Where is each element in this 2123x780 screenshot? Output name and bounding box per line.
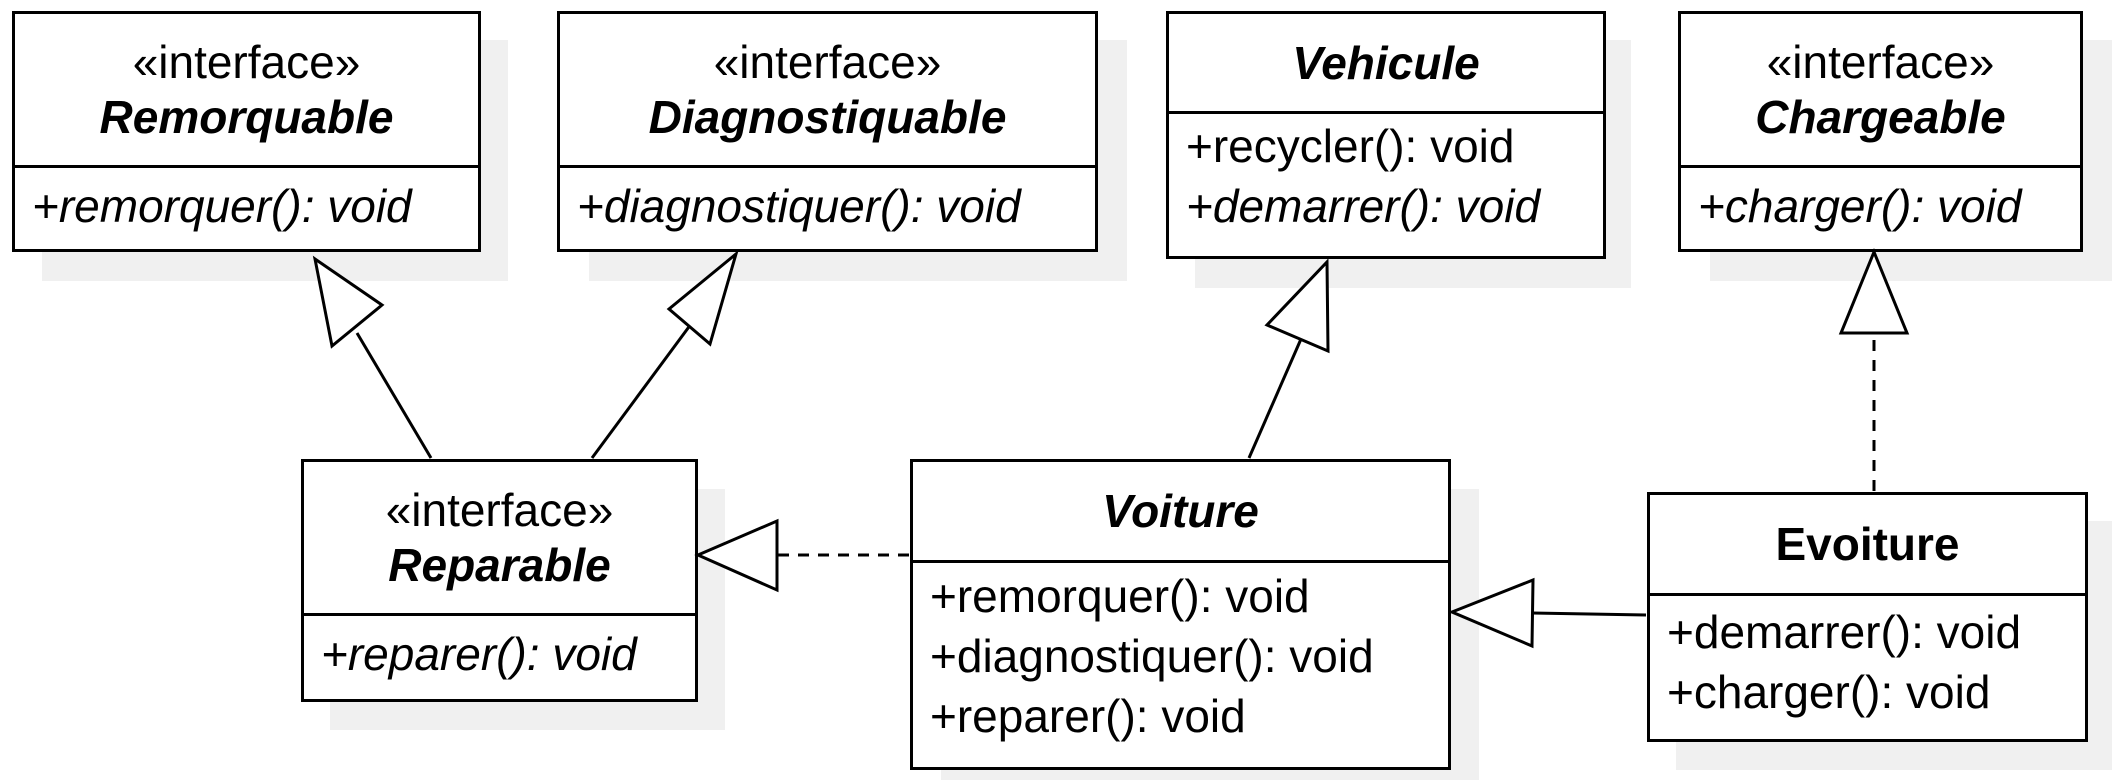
- class-evoiture[interactable]: Evoiture +demarrer(): void +charger(): v…: [1647, 492, 2088, 742]
- hollow-triangle-arrowhead: [1448, 577, 1535, 649]
- class-header: «interface» Remorquable: [15, 14, 478, 168]
- class-header: «interface» Chargeable: [1681, 14, 2080, 168]
- hollow-triangle-arrowhead: [694, 518, 779, 593]
- realization-voiture-reparable: [694, 518, 909, 593]
- operation: +demarrer(): void: [1186, 180, 1541, 232]
- operation: +reparer(): void: [321, 628, 637, 680]
- class-name: Reparable: [388, 538, 611, 591]
- operations-compartment: +remorquer(): void: [15, 168, 478, 236]
- stereotype-label: «interface»: [713, 35, 942, 88]
- operation: +demarrer(): void: [1667, 606, 2022, 658]
- generalization-reparable-diagnostiquable: [590, 249, 739, 459]
- generalization-reparable-remorquable: [312, 255, 433, 459]
- class-remorquable[interactable]: «interface» Remorquable +remorquer(): vo…: [12, 11, 481, 252]
- generalization-voiture-vehicule: [1247, 258, 1330, 459]
- hollow-triangle-arrowhead: [666, 249, 739, 347]
- operations-compartment: +reparer(): void: [304, 616, 695, 684]
- class-name: Evoiture: [1775, 518, 1960, 570]
- operations-compartment: +charger(): void: [1681, 168, 2080, 236]
- operation: +diagnostiquer(): void: [577, 180, 1021, 232]
- operation: +charger(): void: [1698, 180, 2022, 232]
- class-name: Vehicule: [1292, 36, 1480, 89]
- stereotype-label: «interface»: [385, 483, 614, 536]
- class-voiture[interactable]: Voiture +remorquer(): void +diagnostique…: [910, 459, 1451, 770]
- realization-evoiture-chargeable: [1838, 248, 1910, 491]
- edge-line: [355, 332, 433, 459]
- operation: +charger(): void: [1667, 666, 1991, 718]
- class-reparable[interactable]: «interface» Reparable +reparer(): void: [301, 459, 698, 702]
- class-header: «interface» Diagnostiquable: [560, 14, 1095, 168]
- operations-compartment: +recycler(): void +demarrer(): void: [1169, 114, 1603, 236]
- class-vehicule[interactable]: Vehicule +recycler(): void +demarrer(): …: [1166, 11, 1606, 259]
- generalization-evoiture-voiture: [1448, 577, 1647, 649]
- class-name: Diagnostiquable: [648, 90, 1007, 143]
- operations-compartment: +diagnostiquer(): void: [560, 168, 1095, 236]
- class-chargeable[interactable]: «interface» Chargeable +charger(): void: [1678, 11, 2083, 252]
- stereotype-label: «interface»: [132, 35, 361, 88]
- class-name: Remorquable: [99, 90, 394, 143]
- operations-compartment: +demarrer(): void +charger(): void: [1650, 596, 2085, 722]
- edge-line: [1531, 611, 1647, 617]
- class-header: Evoiture: [1650, 495, 2085, 596]
- operation: +reparer(): void: [930, 690, 1246, 742]
- class-header: Voiture: [913, 462, 1448, 563]
- operation: +remorquer(): void: [32, 180, 412, 232]
- class-diagnostiquable[interactable]: «interface» Diagnostiquable +diagnostiqu…: [557, 11, 1098, 252]
- class-header: Vehicule: [1169, 14, 1603, 114]
- hollow-triangle-arrowhead: [1838, 248, 1910, 335]
- class-name: Voiture: [1102, 485, 1259, 537]
- hollow-triangle-arrowhead: [312, 255, 385, 349]
- operations-compartment: +remorquer(): void +diagnostiquer(): voi…: [913, 563, 1448, 746]
- class-name: Chargeable: [1755, 90, 2006, 143]
- stereotype-label: «interface»: [1766, 35, 1995, 88]
- operation: +remorquer(): void: [930, 570, 1310, 622]
- class-header: «interface» Reparable: [304, 462, 695, 616]
- edge-line: [1247, 338, 1303, 459]
- operation: +diagnostiquer(): void: [930, 630, 1374, 682]
- hollow-triangle-arrowhead: [1264, 258, 1330, 354]
- operation: +recycler(): void: [1186, 120, 1515, 172]
- edge-line: [590, 319, 696, 459]
